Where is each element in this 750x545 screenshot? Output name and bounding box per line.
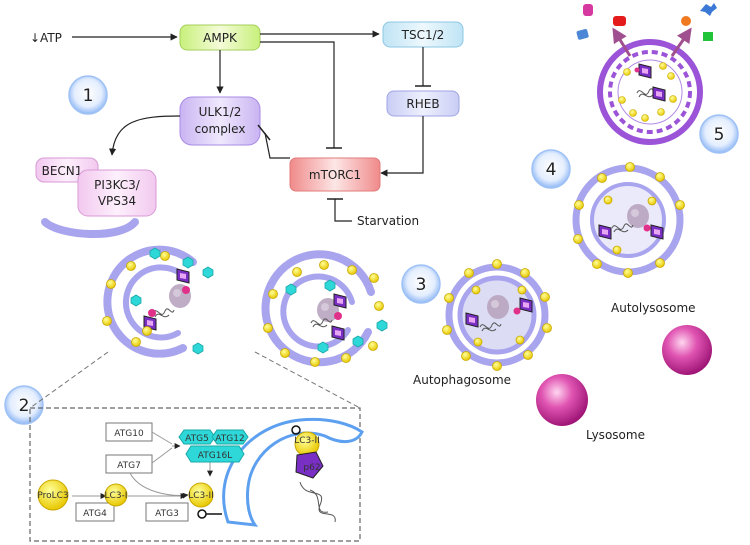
step-badge-5: 5 <box>699 114 739 154</box>
phagophore <box>41 218 139 239</box>
ulk-label-line1: ULK1/2 <box>199 105 242 119</box>
autophagosome <box>442 259 552 371</box>
svg-text:3: 3 <box>416 275 427 295</box>
pi3kc3-label-line1: PI3KC3/ <box>94 178 141 192</box>
lc3-conjugation-inset: ATG10 ATG7 ATG4 ATG3 ATG5 ATG12 ATG16L P… <box>29 351 364 542</box>
step-badge-4: 4 <box>531 149 571 189</box>
svg-text:4: 4 <box>546 160 557 180</box>
closing-phagophore <box>261 250 388 367</box>
step-badge-2: 2 <box>4 385 44 425</box>
svg-text:LC3-I: LC3-I <box>105 491 128 501</box>
svg-text:ATG10: ATG10 <box>114 429 144 439</box>
svg-text:p62: p62 <box>303 463 320 473</box>
ampk-label: AMPK <box>203 31 238 45</box>
svg-text:2: 2 <box>19 396 30 416</box>
svg-text:1: 1 <box>83 86 94 106</box>
svg-text:ATG5: ATG5 <box>185 434 209 444</box>
ulk-complex-node <box>179 96 261 146</box>
atg7-box <box>105 454 153 474</box>
atg4-box <box>75 502 115 522</box>
pi3kc3-label-line2: VPS34 <box>98 194 136 208</box>
mtorc1-node <box>289 157 381 192</box>
mtorc1-label: mTORC1 <box>309 168 361 182</box>
step-badge-1: 1 <box>68 75 108 115</box>
autolysosome-label: Autolysosome <box>611 301 696 315</box>
svg-text:ATG3: ATG3 <box>155 509 179 519</box>
svg-text:ATG12: ATG12 <box>215 434 244 444</box>
autophagosome-label: Autophagosome <box>413 373 511 387</box>
rheb-label: RHEB <box>406 97 439 111</box>
ulk-label-line2: complex <box>195 122 246 136</box>
starvation-label: Starvation <box>357 214 419 228</box>
svg-text:ATG7: ATG7 <box>117 461 141 471</box>
lysosome-label: Lysosome <box>586 428 645 442</box>
svg-text:ATG16L: ATG16L <box>198 451 232 461</box>
expanding-phagophore <box>102 245 214 358</box>
svg-text:LC3-II: LC3-II <box>188 491 214 501</box>
atg3-box <box>145 502 189 522</box>
degrading-autolysosome <box>576 3 717 145</box>
svg-text:ATG4: ATG4 <box>83 509 107 519</box>
tsc-label: TSC1/2 <box>401 28 445 42</box>
lysosome <box>536 374 588 426</box>
svg-text:ProLC3: ProLC3 <box>37 491 68 501</box>
atp-label: ↓ATP <box>30 31 62 45</box>
autolysosome <box>572 162 712 375</box>
step-badge-3: 3 <box>401 264 441 304</box>
pi3kc3-node <box>77 169 157 217</box>
svg-text:5: 5 <box>714 125 725 145</box>
svg-text:LC3-II: LC3-II <box>294 436 320 446</box>
becn1-label: BECN1 <box>42 164 83 178</box>
